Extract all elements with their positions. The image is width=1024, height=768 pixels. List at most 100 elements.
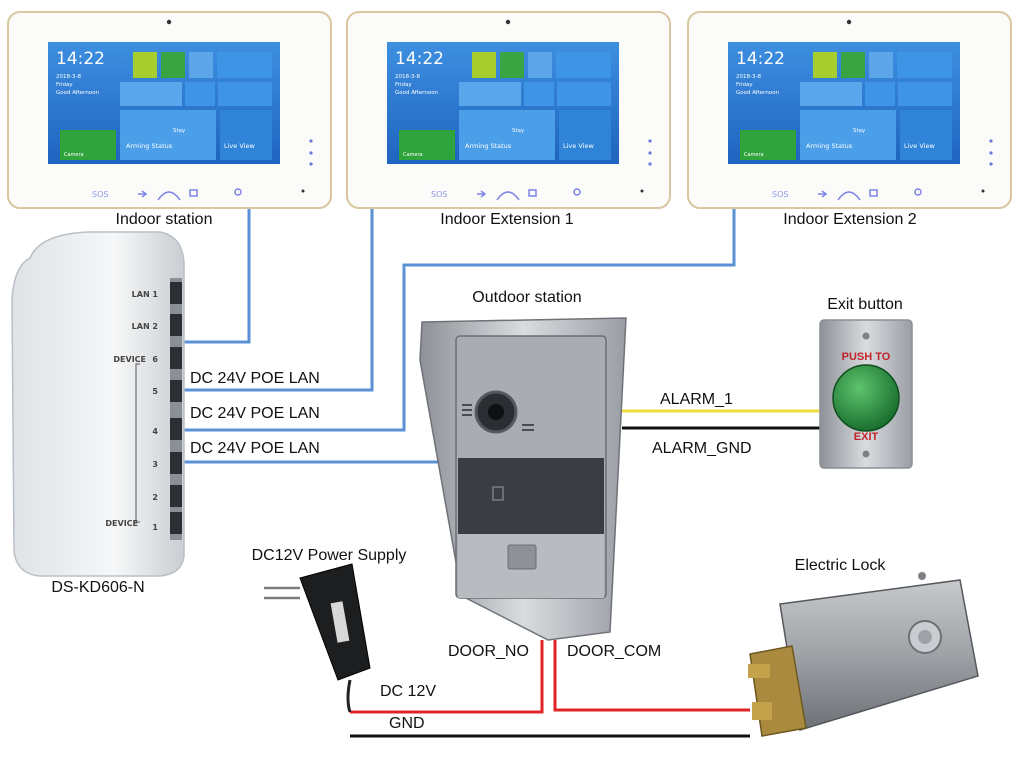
user-key-icon[interactable]: [573, 188, 581, 196]
live-view-label: Live View: [904, 142, 935, 150]
arming-tile[interactable]: [800, 110, 896, 160]
wifi-tile[interactable]: [120, 82, 182, 106]
live-view-tile[interactable]: [220, 110, 272, 160]
side-led: [989, 151, 993, 155]
screen-content: 14:22 2018-3-8 Friday Good Afternoon Sta…: [395, 49, 611, 160]
port-device-2[interactable]: [170, 485, 182, 507]
unlock-key-icon[interactable]: [138, 190, 148, 198]
arc-indicator: [496, 191, 520, 201]
tools-tile[interactable]: [865, 82, 895, 106]
phone-tile[interactable]: [897, 52, 952, 78]
screen-content: 14:22 2018-3-8 Friday Good Afternoon Sta…: [736, 49, 952, 160]
electric-lock: [748, 572, 979, 737]
alarm-gnd-label: ALARM_GND: [652, 440, 752, 457]
info-tile[interactable]: [557, 82, 611, 106]
port-device-3[interactable]: [170, 452, 182, 474]
phone-tile[interactable]: [556, 52, 611, 78]
indoor-extension-2-label: Indoor Extension 2: [783, 211, 917, 228]
settings-tile[interactable]: [869, 52, 893, 78]
message-tile[interactable]: [472, 52, 496, 78]
info-tile[interactable]: [218, 82, 272, 106]
poe-switch: LAN 1 LAN 2 DEVICE 6 5 4 3 2 DEVICE 1: [11, 231, 185, 577]
port-label-1: 1: [152, 523, 158, 532]
call-tile[interactable]: [841, 52, 865, 78]
indoor-station-label: Indoor station: [116, 211, 213, 228]
stay-label: Stay: [853, 128, 866, 134]
camera-tile[interactable]: [399, 130, 455, 160]
port-label-6: 6: [152, 355, 158, 364]
port-device-5[interactable]: [170, 380, 182, 402]
port-device-1[interactable]: [170, 512, 182, 534]
poe-label-3: DC 24V POE LAN: [190, 440, 320, 457]
call-tile[interactable]: [500, 52, 524, 78]
screen-time: 14:22: [736, 49, 785, 69]
arming-tile[interactable]: [459, 110, 555, 160]
port-label-lan-1: LAN 1: [132, 290, 159, 299]
screen-greeting: Good Afternoon: [736, 90, 780, 96]
live-view-label: Live View: [224, 142, 255, 150]
card-reader-area[interactable]: [458, 458, 604, 534]
call-tile[interactable]: [161, 52, 185, 78]
monitor-key-icon[interactable]: [869, 189, 878, 197]
camera-label: Camera: [403, 152, 423, 158]
gnd-label: GND: [389, 715, 425, 732]
unlock-key-icon[interactable]: [477, 190, 487, 198]
call-button[interactable]: [507, 544, 537, 570]
wifi-tile[interactable]: [800, 82, 862, 106]
monitor-key-icon[interactable]: [528, 189, 537, 197]
tools-tile[interactable]: [524, 82, 554, 106]
arming-status-label: Arming Status: [465, 142, 512, 150]
camera-tile[interactable]: [740, 130, 796, 160]
settings-tile[interactable]: [189, 52, 213, 78]
message-tile[interactable]: [813, 52, 837, 78]
port-device-6[interactable]: [170, 347, 182, 369]
wifi-tile[interactable]: [459, 82, 521, 106]
push-to-text: PUSH TO: [842, 351, 891, 363]
sos-key-icon[interactable]: SOS: [772, 190, 788, 199]
lock-cylinder-core: [918, 630, 932, 644]
power-supply-label: DC12V Power Supply: [252, 547, 407, 564]
info-tile[interactable]: [898, 82, 952, 106]
user-key-icon[interactable]: [234, 188, 242, 196]
port-device-4[interactable]: [170, 418, 182, 440]
door-no-label: DOOR_NO: [448, 643, 529, 660]
screen-greeting: Good Afternoon: [395, 90, 439, 96]
power-supply-sticker: [330, 601, 350, 643]
speaker-grille: [462, 404, 534, 431]
monitor-key-icon[interactable]: [189, 189, 198, 197]
power-wires: [350, 640, 750, 738]
exit-button: PUSH TO EXIT: [819, 319, 913, 469]
side-leds: [309, 139, 313, 166]
camera-tile[interactable]: [60, 130, 116, 160]
card-reader-icon: [492, 486, 504, 501]
sos-key-icon[interactable]: SOS: [92, 190, 108, 199]
bezel-touch-keys: SOS: [772, 188, 985, 201]
message-tile[interactable]: [133, 52, 157, 78]
bezel-touch-keys: SOS: [92, 188, 305, 201]
port-lan-1[interactable]: [170, 282, 182, 304]
exit-button-screw: [862, 450, 870, 458]
user-key-icon[interactable]: [914, 188, 922, 196]
screen-day: Friday: [736, 82, 753, 88]
indoor-station: 14:22 2018-3-8 Friday Good Afternoon Sta…: [7, 11, 332, 209]
side-led: [648, 139, 652, 143]
port-lan-2[interactable]: [170, 314, 182, 336]
screen-date: 2018-3-8: [56, 74, 81, 80]
indoor-extension-1: 14:22 2018-3-8 Friday Good Afternoon Sta…: [346, 11, 671, 209]
arming-status-label: Arming Status: [126, 142, 173, 150]
push-button[interactable]: [832, 364, 900, 432]
live-view-tile[interactable]: [559, 110, 611, 160]
arming-tile[interactable]: [120, 110, 216, 160]
camera-label: Camera: [744, 152, 764, 158]
settings-tile[interactable]: [528, 52, 552, 78]
alarm-wires: [622, 409, 822, 430]
sos-key-icon[interactable]: SOS: [431, 190, 447, 199]
unlock-key-icon[interactable]: [818, 190, 828, 198]
device-bracket: [135, 363, 140, 523]
tools-tile[interactable]: [185, 82, 215, 106]
live-view-label: Live View: [563, 142, 594, 150]
screen-time: 14:22: [395, 49, 444, 69]
live-view-tile[interactable]: [900, 110, 952, 160]
phone-tile[interactable]: [217, 52, 272, 78]
